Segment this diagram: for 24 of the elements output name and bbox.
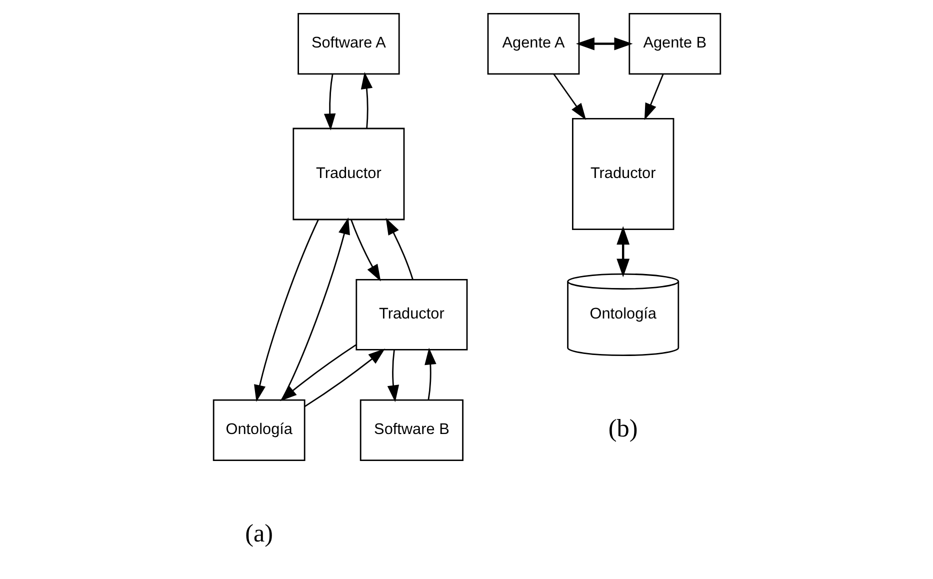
arrow [280,344,356,402]
node-box: Software A [297,13,400,75]
arrow [644,74,664,120]
arrow [350,220,380,282]
arrow [323,74,336,130]
node-box: Agente A [486,13,580,75]
arrow [254,219,318,402]
node-box: Traductor [292,128,404,220]
arrow [385,218,413,280]
arrow [280,217,350,400]
node-box: Ontología [212,399,305,461]
arrow [552,74,586,120]
node-box: Traductor [355,279,468,350]
node-box: Agente B [628,13,721,75]
arrow [424,348,436,400]
arrow [386,350,399,402]
arrow [304,348,385,407]
arrow [360,72,372,128]
arrow [616,226,630,278]
label: (b) [608,415,638,442]
node-box: Traductor [572,118,674,230]
label: (a) [244,520,273,548]
arrow [575,37,632,50]
node-box: Software B [359,399,463,461]
